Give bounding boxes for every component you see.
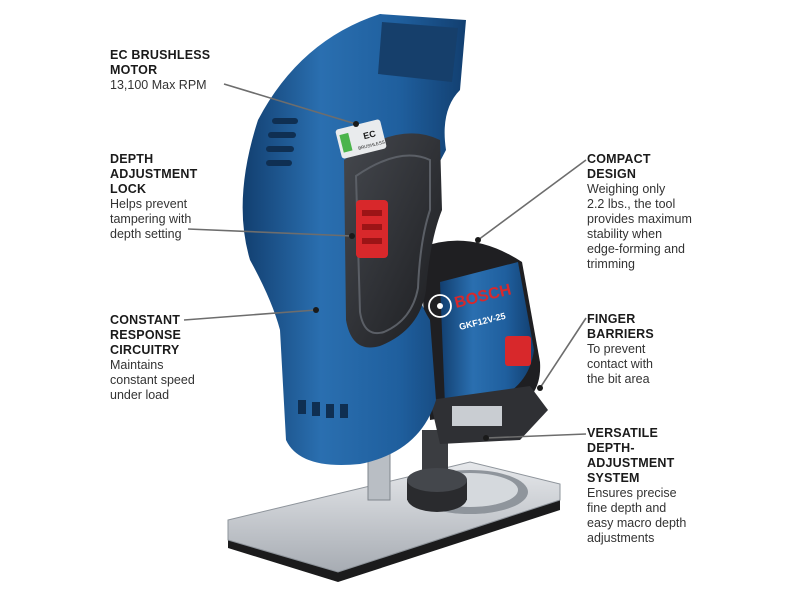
base-plate	[227, 461, 561, 582]
leader-dots	[313, 121, 543, 441]
callout-heading: CONSTANT	[110, 313, 181, 327]
callout-description: Weighing only	[587, 182, 666, 196]
callout-description: tampering with	[110, 212, 192, 226]
callout-description: under load	[110, 388, 170, 402]
callout-depth-system: VERSATILE DEPTH- ADJUSTMENT SYSTEM Ensur…	[587, 426, 717, 546]
callout-description: adjustments	[587, 531, 655, 545]
callout-description: trimming	[587, 257, 635, 271]
callout-heading: BARRIERS	[587, 327, 654, 341]
callout-heading: LOCK	[110, 182, 147, 196]
callout-circuitry: CONSTANT RESPONSE CIRCUITRY Maintains co…	[110, 313, 220, 403]
callout-description: edge-forming and	[587, 242, 685, 256]
vent-slots	[266, 118, 348, 418]
callout-heading: CIRCUITRY	[110, 343, 180, 357]
callout-description: stability when	[587, 227, 663, 241]
callout-description: the bit area	[587, 372, 650, 386]
callout-heading: DESIGN	[587, 167, 637, 181]
leader-depth-lock	[187, 228, 353, 237]
callout-heading: SYSTEM	[587, 471, 640, 485]
callout-heading: DEPTH-	[587, 441, 635, 455]
leader-motor	[223, 83, 357, 125]
callout-description: fine depth and	[587, 501, 667, 515]
callout-heading: COMPACT	[587, 152, 651, 166]
callout-heading: FINGER	[587, 312, 636, 326]
ec-badge-sublabel: BRUSHLESS	[358, 139, 386, 150]
callout-heading: DEPTH	[110, 152, 154, 166]
callout-finger-barriers: FINGER BARRIERS To prevent contact with …	[587, 312, 697, 387]
leader-finger	[539, 317, 587, 389]
leader-compact	[477, 159, 587, 241]
callout-heading: RESPONSE	[110, 328, 182, 342]
depth-adjustment-column	[367, 430, 467, 512]
callout-description: 13,100 Max RPM	[110, 78, 207, 92]
callout-description: 2.2 lbs., the tool	[587, 197, 676, 211]
callout-description: constant speed	[110, 373, 195, 387]
depth-adjust-knob	[407, 468, 467, 512]
callout-heading: ADJUSTMENT	[587, 456, 675, 470]
callout-description: Maintains	[110, 358, 164, 372]
leader-circuitry	[183, 309, 317, 321]
callout-description: Ensures precise	[587, 486, 677, 500]
ec-badge-label: EC	[362, 128, 377, 141]
depth-lock-switch	[356, 200, 388, 258]
callout-heading: EC BRUSHLESS	[110, 48, 211, 62]
leader-depth-system	[485, 433, 587, 439]
callout-compact: COMPACT DESIGN Weighing only 2.2 lbs., t…	[587, 152, 717, 272]
side-grip-panel	[344, 133, 442, 348]
callout-description: easy macro depth	[587, 516, 687, 530]
callout-description: contact with	[587, 357, 654, 371]
callout-heading: MOTOR	[110, 63, 158, 77]
callout-depth-lock: DEPTH ADJUSTMENT LOCK Helps prevent tamp…	[110, 152, 220, 242]
ec-badge: EC BRUSHLESS	[335, 119, 387, 159]
callout-description: Helps prevent	[110, 197, 188, 211]
callout-description: depth setting	[110, 227, 182, 241]
callout-motor: EC BRUSHLESS MOTOR 13,100 Max RPM	[110, 48, 240, 93]
callout-description: To prevent	[587, 342, 646, 356]
rear-housing	[420, 240, 548, 444]
callout-heading: ADJUSTMENT	[110, 167, 198, 181]
callout-heading: VERSATILE	[587, 426, 659, 440]
callout-description: provides maximum	[587, 212, 692, 226]
leader-lines	[183, 83, 587, 439]
